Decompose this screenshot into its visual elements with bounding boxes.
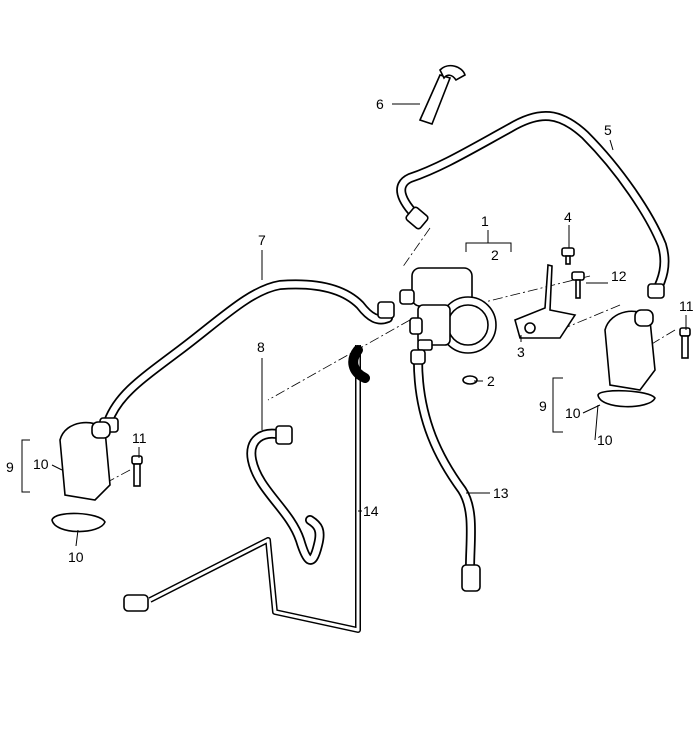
callout-2-washer: 2	[487, 373, 495, 389]
hose-13	[410, 349, 481, 592]
bracket-3	[514, 263, 577, 339]
callout-11-left: 11	[132, 430, 147, 446]
callout-8: 8	[257, 339, 265, 355]
callout-9-right: 9	[539, 398, 547, 414]
callout-9-left: 9	[6, 459, 14, 475]
callout-4: 4	[564, 209, 572, 225]
callout-13: 13	[493, 485, 509, 501]
housing-9-left	[51, 421, 143, 533]
hose-5	[396, 111, 670, 299]
callout-6: 6	[376, 96, 384, 112]
callout-10-left-a: 10	[33, 456, 49, 472]
valve-assembly-1	[399, 267, 497, 354]
callout-12: 12	[611, 268, 627, 284]
callout-1: 1	[481, 213, 489, 229]
housing-9-right	[597, 309, 691, 408]
callout-10-right-a: 10	[565, 405, 581, 421]
callout-14: 14	[363, 503, 379, 519]
bolt-4	[561, 247, 575, 265]
callout-10-right-b: 10	[597, 432, 613, 448]
pipe-14	[123, 345, 370, 633]
hose-8	[246, 425, 325, 565]
callout-2: 2	[491, 247, 499, 263]
callout-3: 3	[517, 344, 525, 360]
clip-6	[418, 64, 466, 125]
callout-11-right: 11	[679, 298, 694, 314]
leader-lines	[21, 103, 687, 547]
callout-5: 5	[604, 122, 612, 138]
callout-10-left-b: 10	[68, 549, 84, 565]
washer-2	[462, 375, 478, 385]
bolt-12	[571, 271, 585, 299]
assembly-lines	[99, 227, 676, 487]
callout-7: 7	[258, 232, 266, 248]
